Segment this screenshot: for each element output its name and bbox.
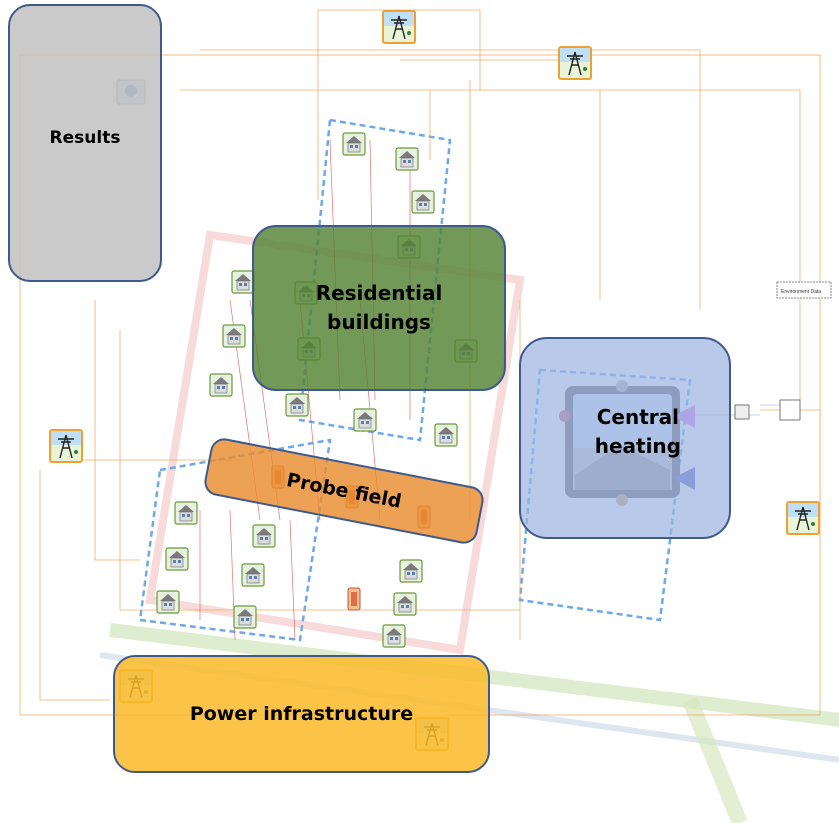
- environment-data-label: Environment Data: [781, 289, 821, 295]
- house-icon: [342, 132, 366, 156]
- house-icon: [285, 393, 309, 417]
- power-pylon-icon: [558, 46, 592, 80]
- power-infrastructure-label: Power infrastructure: [189, 703, 414, 725]
- house-icon: [399, 559, 423, 583]
- pump-block: [734, 404, 750, 420]
- house-icon: [156, 590, 180, 614]
- house-icon: [382, 624, 406, 648]
- controller-block: [779, 399, 801, 421]
- house-icon: [411, 190, 435, 214]
- results-region: Results: [8, 4, 162, 282]
- house-icon: [395, 147, 419, 171]
- results-label: Results: [49, 128, 121, 148]
- heat-probe-icon: [347, 587, 361, 611]
- house-icon: [231, 270, 255, 294]
- house-icon: [222, 324, 246, 348]
- house-icon: [174, 501, 198, 525]
- environment-data-box: [776, 281, 832, 299]
- house-icon: [353, 408, 377, 432]
- power-pylon-icon: [786, 501, 820, 535]
- house-icon: [209, 373, 233, 397]
- house-icon: [241, 563, 265, 587]
- power-pylon-icon: [49, 429, 83, 463]
- house-icon: [252, 524, 276, 548]
- house-icon: [393, 592, 417, 616]
- power-pylon-icon: [382, 10, 416, 44]
- house-icon: [165, 547, 189, 571]
- power-infrastructure-region: Power infrastructure: [113, 655, 490, 773]
- probe-field-label: Probe field: [284, 469, 404, 513]
- house-icon: [233, 605, 257, 629]
- house-icon: [434, 423, 458, 447]
